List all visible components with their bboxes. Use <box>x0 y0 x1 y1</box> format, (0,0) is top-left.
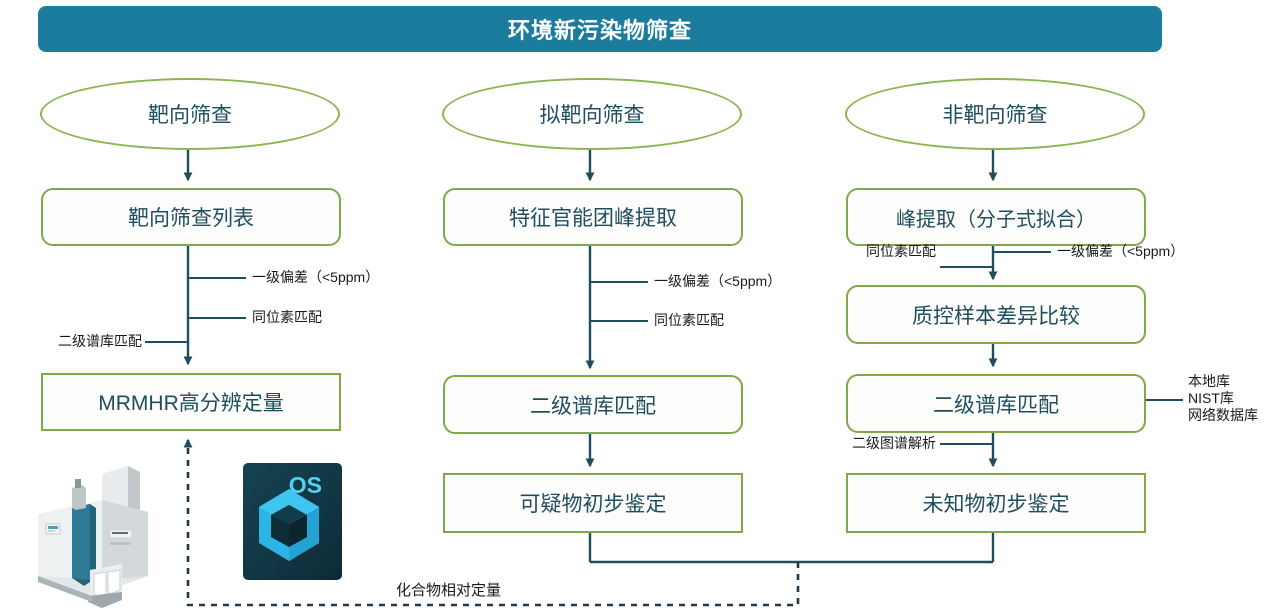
node-unknown-preliminary-identification[interactable]: 未知物初步鉴定 <box>846 473 1146 533</box>
start-node-label: 非靶向筛查 <box>942 104 1048 127</box>
node-label: MRMHR高分辨定量 <box>98 392 284 415</box>
start-node-label: 靶向筛查 <box>148 104 232 127</box>
node-label: 二级谱库匹配 <box>933 393 1059 417</box>
start-node-suspect[interactable]: 拟靶向筛查 <box>442 78 742 150</box>
start-node-nontargeted[interactable]: 非靶向筛查 <box>845 78 1145 150</box>
mass-spectrometer-image <box>28 452 154 610</box>
edge-label-targeted-isotope-match: 同位素匹配 <box>252 309 322 325</box>
edge-label-nontargeted-ms2-spectral-interpretation: 二级图谱解析 <box>852 435 936 451</box>
edge-label-targeted-ms2-library-match: 二级谱库匹配 <box>58 333 142 349</box>
page-title: 环境新污染物筛查 <box>38 6 1162 52</box>
start-node-targeted[interactable]: 靶向筛查 <box>40 78 340 150</box>
database-source-local: 本地库 <box>1188 373 1230 389</box>
edge-label-nontargeted-isotope-match: 同位素匹配 <box>866 243 936 259</box>
os-logo-text: OS <box>289 472 322 498</box>
node-label: 未知物初步鉴定 <box>922 493 1070 516</box>
node-qc-sample-difference-comparison[interactable]: 质控样本差异比较 <box>846 285 1146 344</box>
edge-label-suspect-isotope-match: 同位素匹配 <box>654 312 724 328</box>
node-nontargeted-ms2-library-match[interactable]: 二级谱库匹配 <box>846 374 1146 433</box>
node-label: 质控样本差异比较 <box>912 304 1080 328</box>
database-source-nist: NIST库 <box>1188 390 1234 406</box>
node-mrmhr-quantitation[interactable]: MRMHR高分辨定量 <box>41 373 341 431</box>
node-targeted-screening-list[interactable]: 靶向筛查列表 <box>41 188 341 246</box>
node-label: 峰提取（分子式拟合） <box>896 208 1096 231</box>
node-label: 特征官能团峰提取 <box>509 207 677 230</box>
node-peak-extraction-formula-fitting[interactable]: 峰提取（分子式拟合） <box>846 188 1146 246</box>
database-source-online: 网络数据库 <box>1188 407 1258 423</box>
edge-label-targeted-ms1-tolerance: 一级偏差（<5ppm） <box>252 269 380 285</box>
node-suspect-preliminary-identification[interactable]: 可疑物初步鉴定 <box>443 473 743 533</box>
node-label: 二级谱库匹配 <box>530 394 656 418</box>
software-os-logo[interactable]: OS <box>243 463 342 580</box>
feedback-loop-label: 化合物相对定量 <box>396 582 502 599</box>
edge-label-nontargeted-ms1-tolerance: 一级偏差（<5ppm） <box>1057 243 1185 259</box>
node-label: 靶向筛查列表 <box>128 207 254 230</box>
node-label: 可疑物初步鉴定 <box>519 493 667 516</box>
edge-label-suspect-ms1-tolerance: 一级偏差（<5ppm） <box>654 273 782 289</box>
database-sources-note: 本地库 NIST库 网络数据库 <box>1188 373 1258 424</box>
node-suspect-ms2-library-match[interactable]: 二级谱库匹配 <box>443 375 743 434</box>
node-functional-group-peak-extraction[interactable]: 特征官能团峰提取 <box>443 188 743 246</box>
start-node-label: 拟靶向筛查 <box>539 104 645 127</box>
